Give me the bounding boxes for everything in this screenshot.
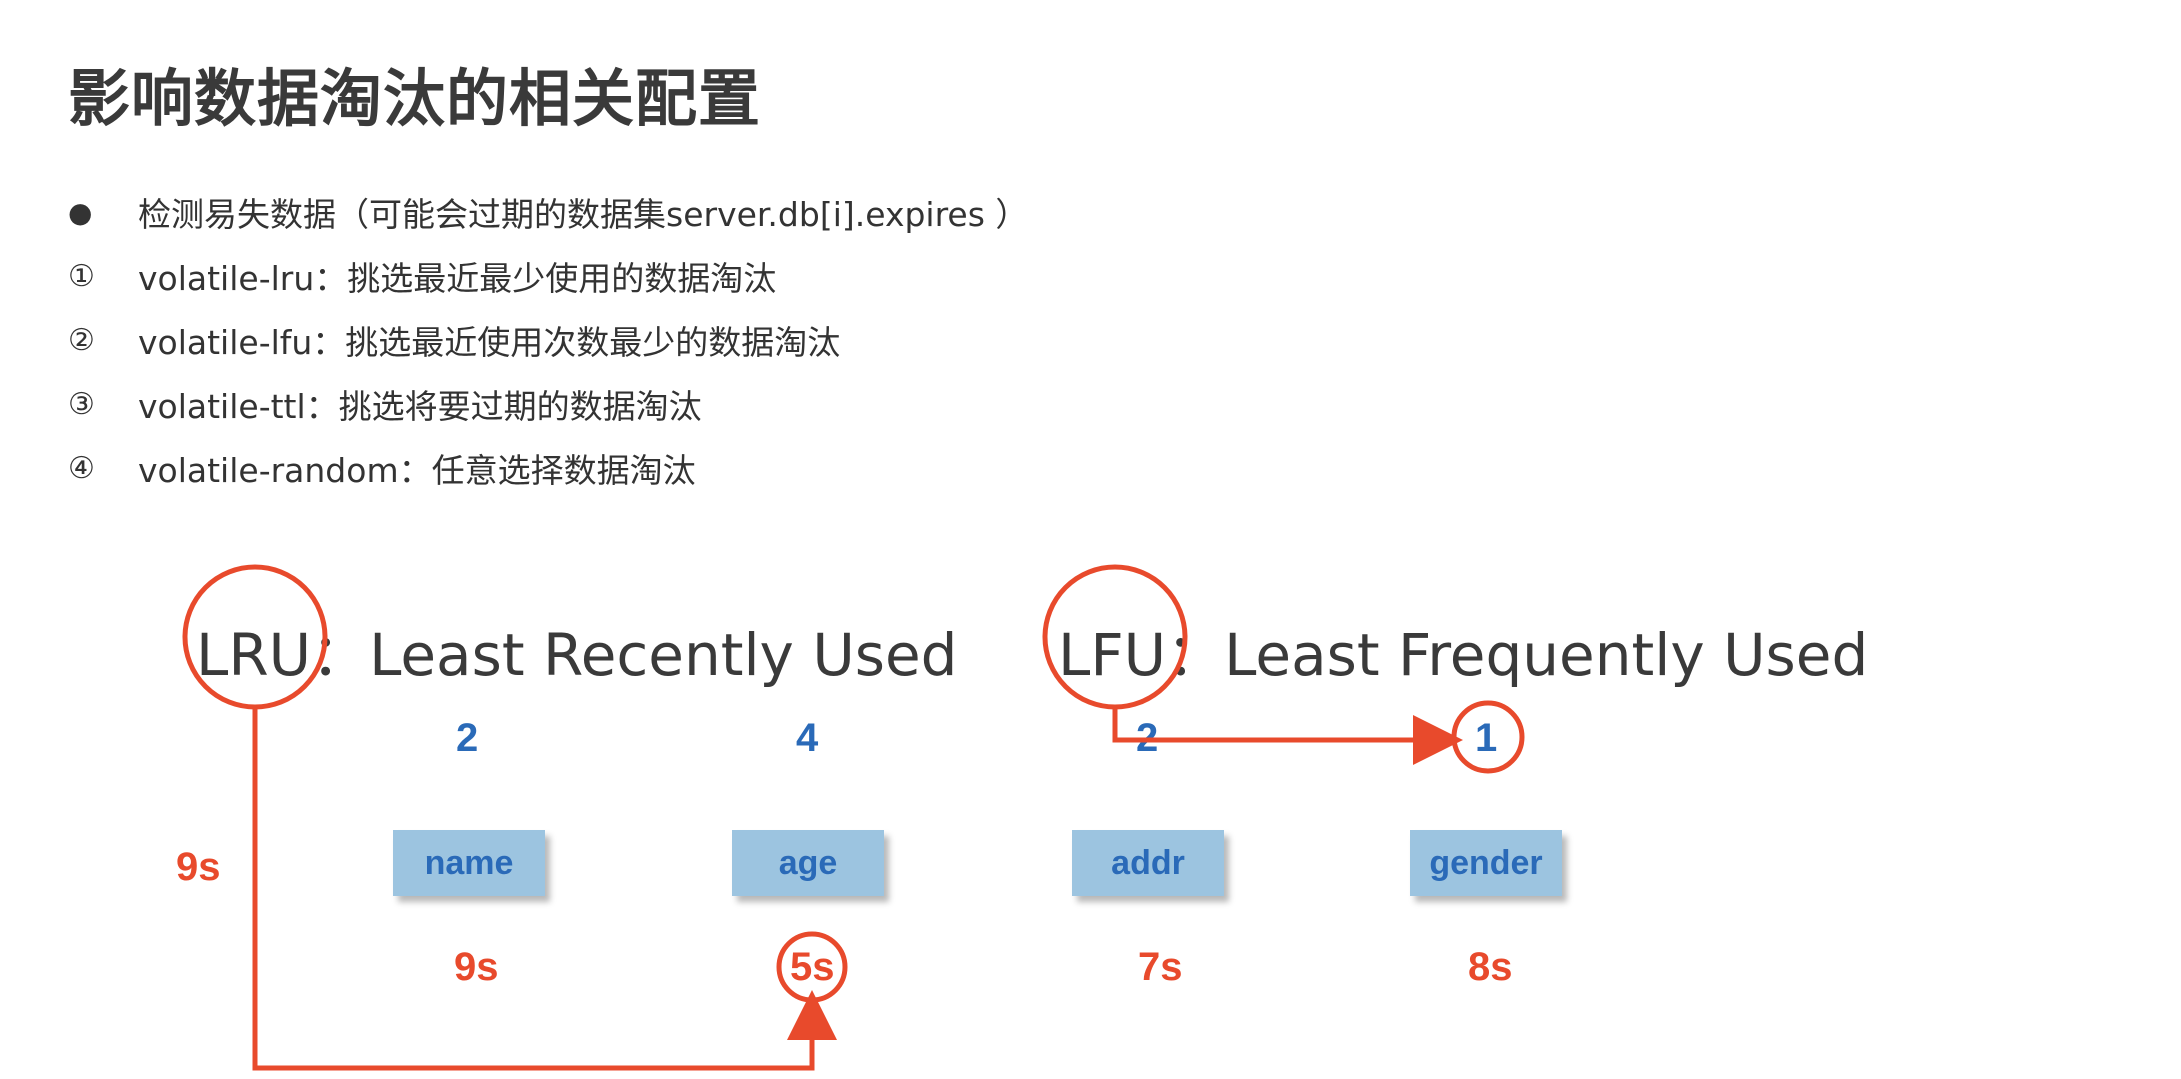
- list-item-text: volatile-lru：挑选最近最少使用的数据淘汰: [138, 259, 777, 298]
- lru-time-label: 9s: [176, 845, 221, 889]
- page-title: 影响数据淘汰的相关配置: [68, 62, 762, 135]
- lfu-full-name: ：Least Frequently Used: [1166, 621, 1869, 689]
- list-item: ③ volatile-ttl：挑选将要过期的数据淘汰: [68, 372, 1028, 436]
- list-item-marker: ①: [68, 258, 95, 294]
- time-gender: 8s: [1468, 945, 1513, 989]
- list-item-text: volatile-ttl：挑选将要过期的数据淘汰: [138, 387, 702, 426]
- bullet-intro: ● 检测易失数据（可能会过期的数据集server.db[i].expires ）: [68, 180, 1028, 244]
- list-item: ② volatile-lfu：挑选最近使用次数最少的数据淘汰: [68, 308, 1028, 372]
- list-item: ① volatile-lru：挑选最近最少使用的数据淘汰: [68, 244, 1028, 308]
- lfu-abbr: LFU: [1058, 621, 1167, 689]
- key-box-gender: gender: [1410, 830, 1562, 896]
- lru-heading: LRU：Least Recently Used: [196, 608, 958, 692]
- count-addr: 2: [1136, 716, 1159, 760]
- lfu-heading: LFU：Least Frequently Used: [1058, 608, 1868, 692]
- lru-abbr: LRU: [196, 621, 312, 689]
- key-box-name: name: [393, 830, 545, 896]
- time-name: 9s: [454, 945, 499, 989]
- count-gender: 1: [1475, 716, 1498, 760]
- list-item-text: volatile-random：任意选择数据淘汰: [138, 451, 696, 490]
- lru-full-name: ：Least Recently Used: [311, 621, 958, 689]
- count-age: 4: [796, 716, 819, 760]
- time-addr: 7s: [1138, 945, 1183, 989]
- bullet-dot-marker: ●: [68, 195, 93, 229]
- list-item-marker: ②: [68, 322, 95, 358]
- bullet-intro-text: 检测易失数据（可能会过期的数据集server.db[i].expires ）: [138, 195, 1029, 234]
- key-box-age: age: [732, 830, 884, 896]
- list-item-marker: ④: [68, 450, 95, 486]
- key-box-addr: addr: [1072, 830, 1224, 896]
- list-item: ④ volatile-random：任意选择数据淘汰: [68, 436, 1028, 500]
- list-item-marker: ③: [68, 386, 95, 422]
- list-item-text: volatile-lfu：挑选最近使用次数最少的数据淘汰: [138, 323, 841, 362]
- count-name: 2: [456, 716, 479, 760]
- time-age: 5s: [790, 945, 835, 989]
- bullet-list: ● 检测易失数据（可能会过期的数据集server.db[i].expires ）…: [68, 180, 1028, 500]
- lfu-arrow: [1112, 707, 1463, 765]
